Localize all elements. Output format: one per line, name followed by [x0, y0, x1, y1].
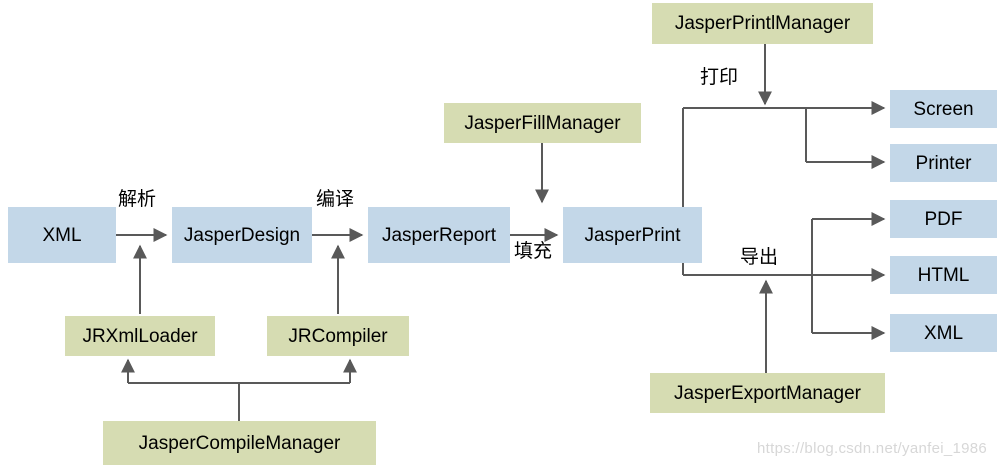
edge-label-parse: 解析 — [118, 189, 157, 210]
edge-label-print: 打印 — [700, 67, 739, 88]
node-jasper-design[interactable]: JasperDesign — [172, 207, 312, 263]
node-jasper-export-manager[interactable]: JasperExportManager — [650, 373, 885, 413]
node-jasper-fill-manager[interactable]: JasperFillManager — [444, 103, 641, 143]
node-xml-source[interactable]: XML — [8, 207, 116, 263]
node-output-html[interactable]: HTML — [890, 256, 997, 294]
edge-label-export: 导出 — [740, 247, 779, 268]
node-jasper-compile-manager[interactable]: JasperCompileManager — [103, 421, 376, 465]
node-jasper-report[interactable]: JasperReport — [368, 207, 510, 263]
node-output-pdf[interactable]: PDF — [890, 200, 997, 238]
node-jasper-print-manager[interactable]: JasperPrintlManager — [652, 3, 873, 44]
node-jasper-print[interactable]: JasperPrint — [563, 207, 702, 263]
edge-label-compile: 编译 — [316, 189, 355, 210]
node-output-xml[interactable]: XML — [890, 314, 997, 352]
node-jrxml-loader[interactable]: JRXmlLoader — [65, 316, 215, 356]
edge-label-fill: 填充 — [514, 241, 553, 262]
node-output-printer[interactable]: Printer — [890, 144, 997, 182]
node-output-screen[interactable]: Screen — [890, 90, 997, 128]
watermark-text: https://blog.csdn.net/yanfei_1986 — [757, 440, 988, 457]
node-jr-compiler[interactable]: JRCompiler — [267, 316, 409, 356]
